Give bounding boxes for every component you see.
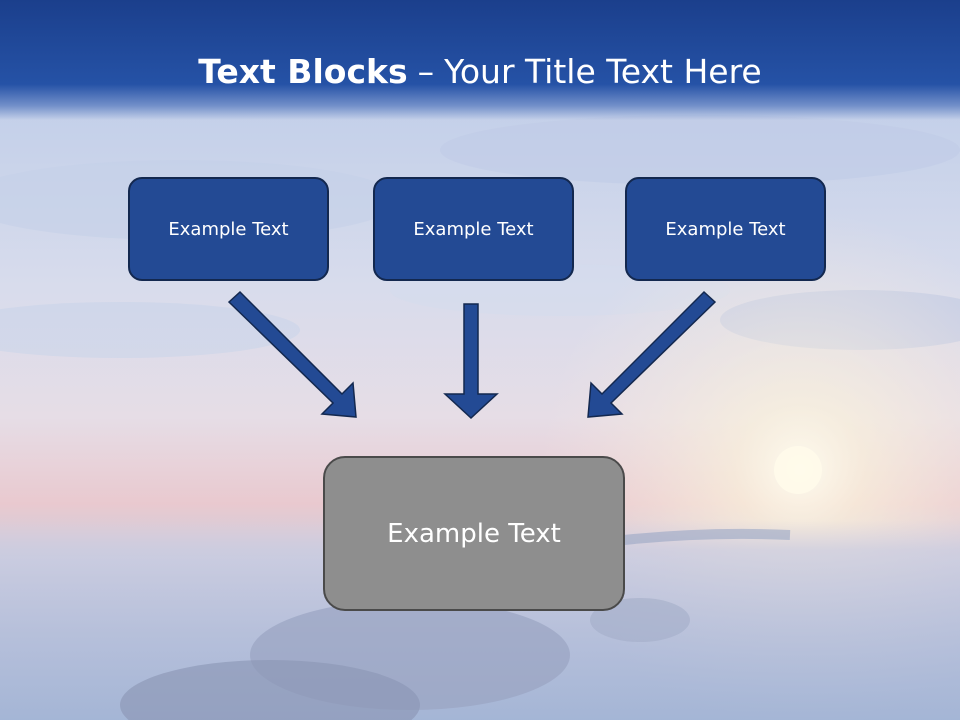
stone-shape xyxy=(590,598,690,642)
title-separator: – xyxy=(417,52,435,91)
cloud-shape xyxy=(440,115,960,185)
text-block-1-label: Example Text xyxy=(168,218,289,240)
text-block-2-label: Example Text xyxy=(413,218,534,240)
text-block-1: Example Text xyxy=(128,177,329,281)
sun-disc xyxy=(774,446,822,494)
title-rest: Your Title Text Here xyxy=(444,52,762,91)
cloud-shape xyxy=(0,302,300,358)
text-block-2: Example Text xyxy=(373,177,574,281)
arrow-down-right-icon xyxy=(227,290,357,418)
header-band xyxy=(0,0,960,120)
text-block-3: Example Text xyxy=(625,177,826,281)
stone-shape xyxy=(120,660,420,720)
arrow-down-left-icon xyxy=(587,290,717,418)
target-text-block-label: Example Text xyxy=(387,518,561,549)
arrow-down-icon xyxy=(443,303,499,420)
slide-title: Text Blocks–Your Title Text Here xyxy=(0,52,960,91)
text-block-3-label: Example Text xyxy=(665,218,786,240)
title-bold: Text Blocks xyxy=(198,52,408,91)
target-text-block: Example Text xyxy=(323,456,625,611)
